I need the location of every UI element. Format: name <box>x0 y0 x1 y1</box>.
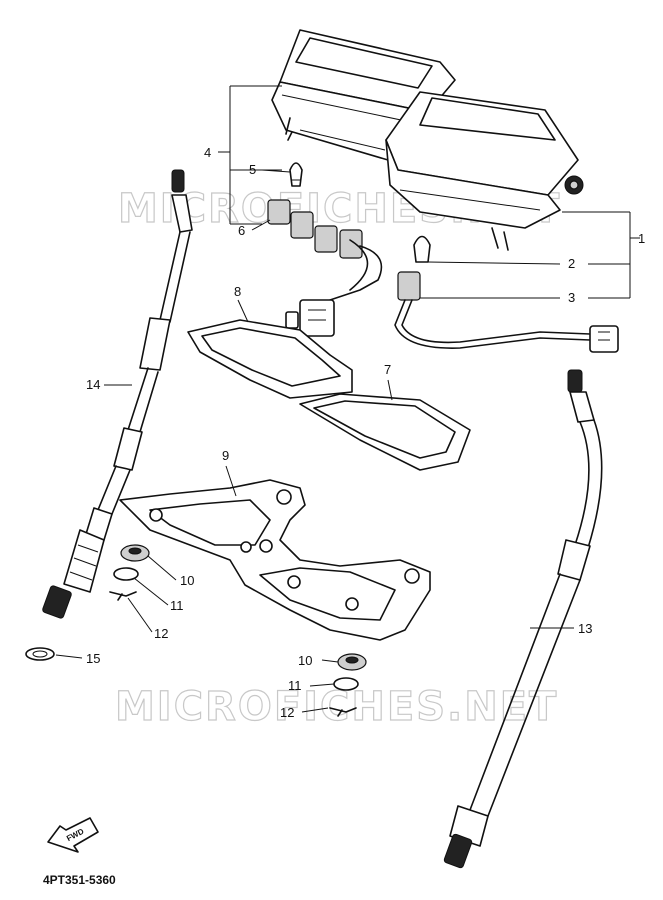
callout-10-right: 10 <box>298 653 312 668</box>
callout-14: 14 <box>86 377 100 392</box>
grommet-10-left[interactable] <box>120 544 150 562</box>
callout-13: 13 <box>578 621 592 636</box>
cable-13[interactable] <box>443 369 603 869</box>
washer-15[interactable] <box>25 647 55 661</box>
callout-10-left: 10 <box>180 573 194 588</box>
callout-9: 9 <box>222 448 229 463</box>
callout-1: 1 <box>638 231 645 246</box>
clip-12-left[interactable] <box>109 591 137 601</box>
bracket-9[interactable] <box>119 479 431 641</box>
watermark-bottom: MICROFICHES.NET <box>115 684 558 730</box>
callout-labels: 1 2 3 4 5 6 7 8 9 10 11 12 10 11 12 13 1… <box>86 145 645 720</box>
callout-3: 3 <box>568 290 575 305</box>
meter-assembly[interactable] <box>271 29 584 251</box>
socket-3-wire[interactable] <box>394 271 619 353</box>
drawing-code: 4PT351-5360 <box>43 873 116 887</box>
callout-7: 7 <box>384 362 391 377</box>
callout-6: 6 <box>238 223 245 238</box>
callout-2: 2 <box>568 256 575 271</box>
callout-5: 5 <box>249 162 256 177</box>
clip-12-right[interactable] <box>329 707 357 717</box>
callout-11-right: 11 <box>288 678 302 693</box>
leader-lines <box>55 85 640 713</box>
callout-12-right: 12 <box>280 705 294 720</box>
callout-11-left: 11 <box>170 598 184 613</box>
socket-set-6[interactable] <box>267 199 383 337</box>
gasket-7[interactable] <box>299 393 471 471</box>
bulb-5[interactable] <box>289 162 303 187</box>
collar-11-right[interactable] <box>333 677 359 691</box>
bulb-2[interactable] <box>413 235 431 263</box>
fwd-arrow-icon: FWD <box>47 817 99 853</box>
cable-14[interactable] <box>42 169 193 619</box>
gasket-8[interactable] <box>187 319 353 399</box>
collar-11-left[interactable] <box>113 567 139 581</box>
callout-15: 15 <box>86 651 100 666</box>
callout-8: 8 <box>234 284 241 299</box>
callout-4: 4 <box>204 145 211 160</box>
grommet-10-right[interactable] <box>337 653 367 671</box>
callout-12-left: 12 <box>154 626 168 641</box>
